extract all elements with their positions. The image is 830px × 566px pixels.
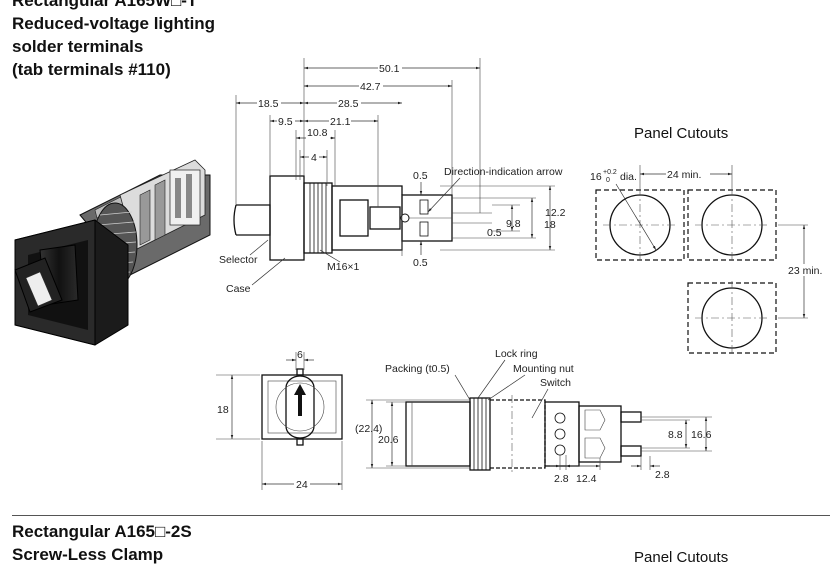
dim-10-8: 10.8 <box>307 127 328 139</box>
dim-18-5: 18.5 <box>258 98 279 110</box>
section-divider <box>12 515 830 516</box>
dim-9-5: 9.5 <box>278 116 293 128</box>
dim-6: 6 <box>297 349 303 361</box>
dim-20-6: 20.6 <box>378 434 399 446</box>
dim-23-min: 23 min. <box>788 265 822 277</box>
section-header-solder: Rectangular A165W□-T Reduced-voltage lig… <box>12 0 215 81</box>
label-switch: Switch <box>540 377 571 389</box>
header2-line-2: Screw-Less Clamp <box>12 545 164 564</box>
dim-2-8-a: 2.8 <box>554 473 569 485</box>
dim-0-5-mid: 0.5 <box>487 227 502 239</box>
label-mounting-nut: Mounting nut <box>513 363 574 375</box>
dim-front-24: 24 <box>296 479 308 491</box>
dim-28-5: 28.5 <box>338 98 359 110</box>
header-line-1: Rectangular A165W□-T <box>12 0 198 10</box>
bottom-side-view-drawing: (22.4) 20.6 8.8 16.6 2.8 12.4 2.8 Packin… <box>355 348 712 485</box>
section-header-screwless: Rectangular A165□-2S Screw-Less Clamp <box>12 520 192 566</box>
panel-cutouts-drawing: 24 min. 16 +0.2 0 dia. 23 min. <box>590 165 827 355</box>
dim-9-8: 9.8 <box>506 218 521 230</box>
dim-4: 4 <box>311 152 317 164</box>
label-case: Case <box>226 283 251 295</box>
header-line-3: solder terminals <box>12 37 144 56</box>
panel-cutouts-title-2: Panel Cutouts <box>634 549 729 566</box>
label-direction-arrow: Direction-indication arrow <box>444 166 563 178</box>
dim-dia-tol-upper: +0.2 <box>603 169 617 176</box>
front-view-drawing: 6 18 24 <box>216 349 343 491</box>
dim-42-7: 42.7 <box>360 81 381 93</box>
dim-front-18: 18 <box>217 404 229 416</box>
product-illustration <box>14 159 211 346</box>
dim-0-5-bot: 0.5 <box>413 257 428 269</box>
dim-12-2: 12.2 <box>545 207 566 219</box>
dim-dia-tol-lower: 0 <box>606 177 610 184</box>
dim-18: 18 <box>544 219 556 231</box>
dim-16-6: 16.6 <box>691 429 712 441</box>
dim-21-1: 21.1 <box>330 116 351 128</box>
side-view-drawing: 50.1 42.7 18.5 28.5 9.5 21.1 10.8 4 12.2… <box>219 58 566 295</box>
header-line-2: Reduced-voltage lighting <box>12 14 216 33</box>
dim-2-8-b: 2.8 <box>655 469 670 481</box>
dim-12-4: 12.4 <box>576 473 597 485</box>
dim-22-4: (22.4) <box>355 423 382 435</box>
dim-24-min: 24 min. <box>667 169 701 181</box>
label-lock-ring: Lock ring <box>495 348 538 360</box>
label-selector: Selector <box>219 254 258 266</box>
label-packing: Packing (t0.5) <box>385 363 450 375</box>
header2-line-1: Rectangular A165□-2S <box>12 522 192 541</box>
dim-dia-16: 16 <box>590 171 602 183</box>
dim-50-1: 50.1 <box>379 63 400 75</box>
panel-cutouts-title: Panel Cutouts <box>634 125 729 142</box>
dim-8-8: 8.8 <box>668 429 683 441</box>
dim-dia-suffix: dia. <box>620 171 637 183</box>
dim-0-5-top: 0.5 <box>413 170 428 182</box>
label-m16: M16×1 <box>327 261 360 273</box>
header-line-4: (tab terminals #110) <box>12 60 171 79</box>
